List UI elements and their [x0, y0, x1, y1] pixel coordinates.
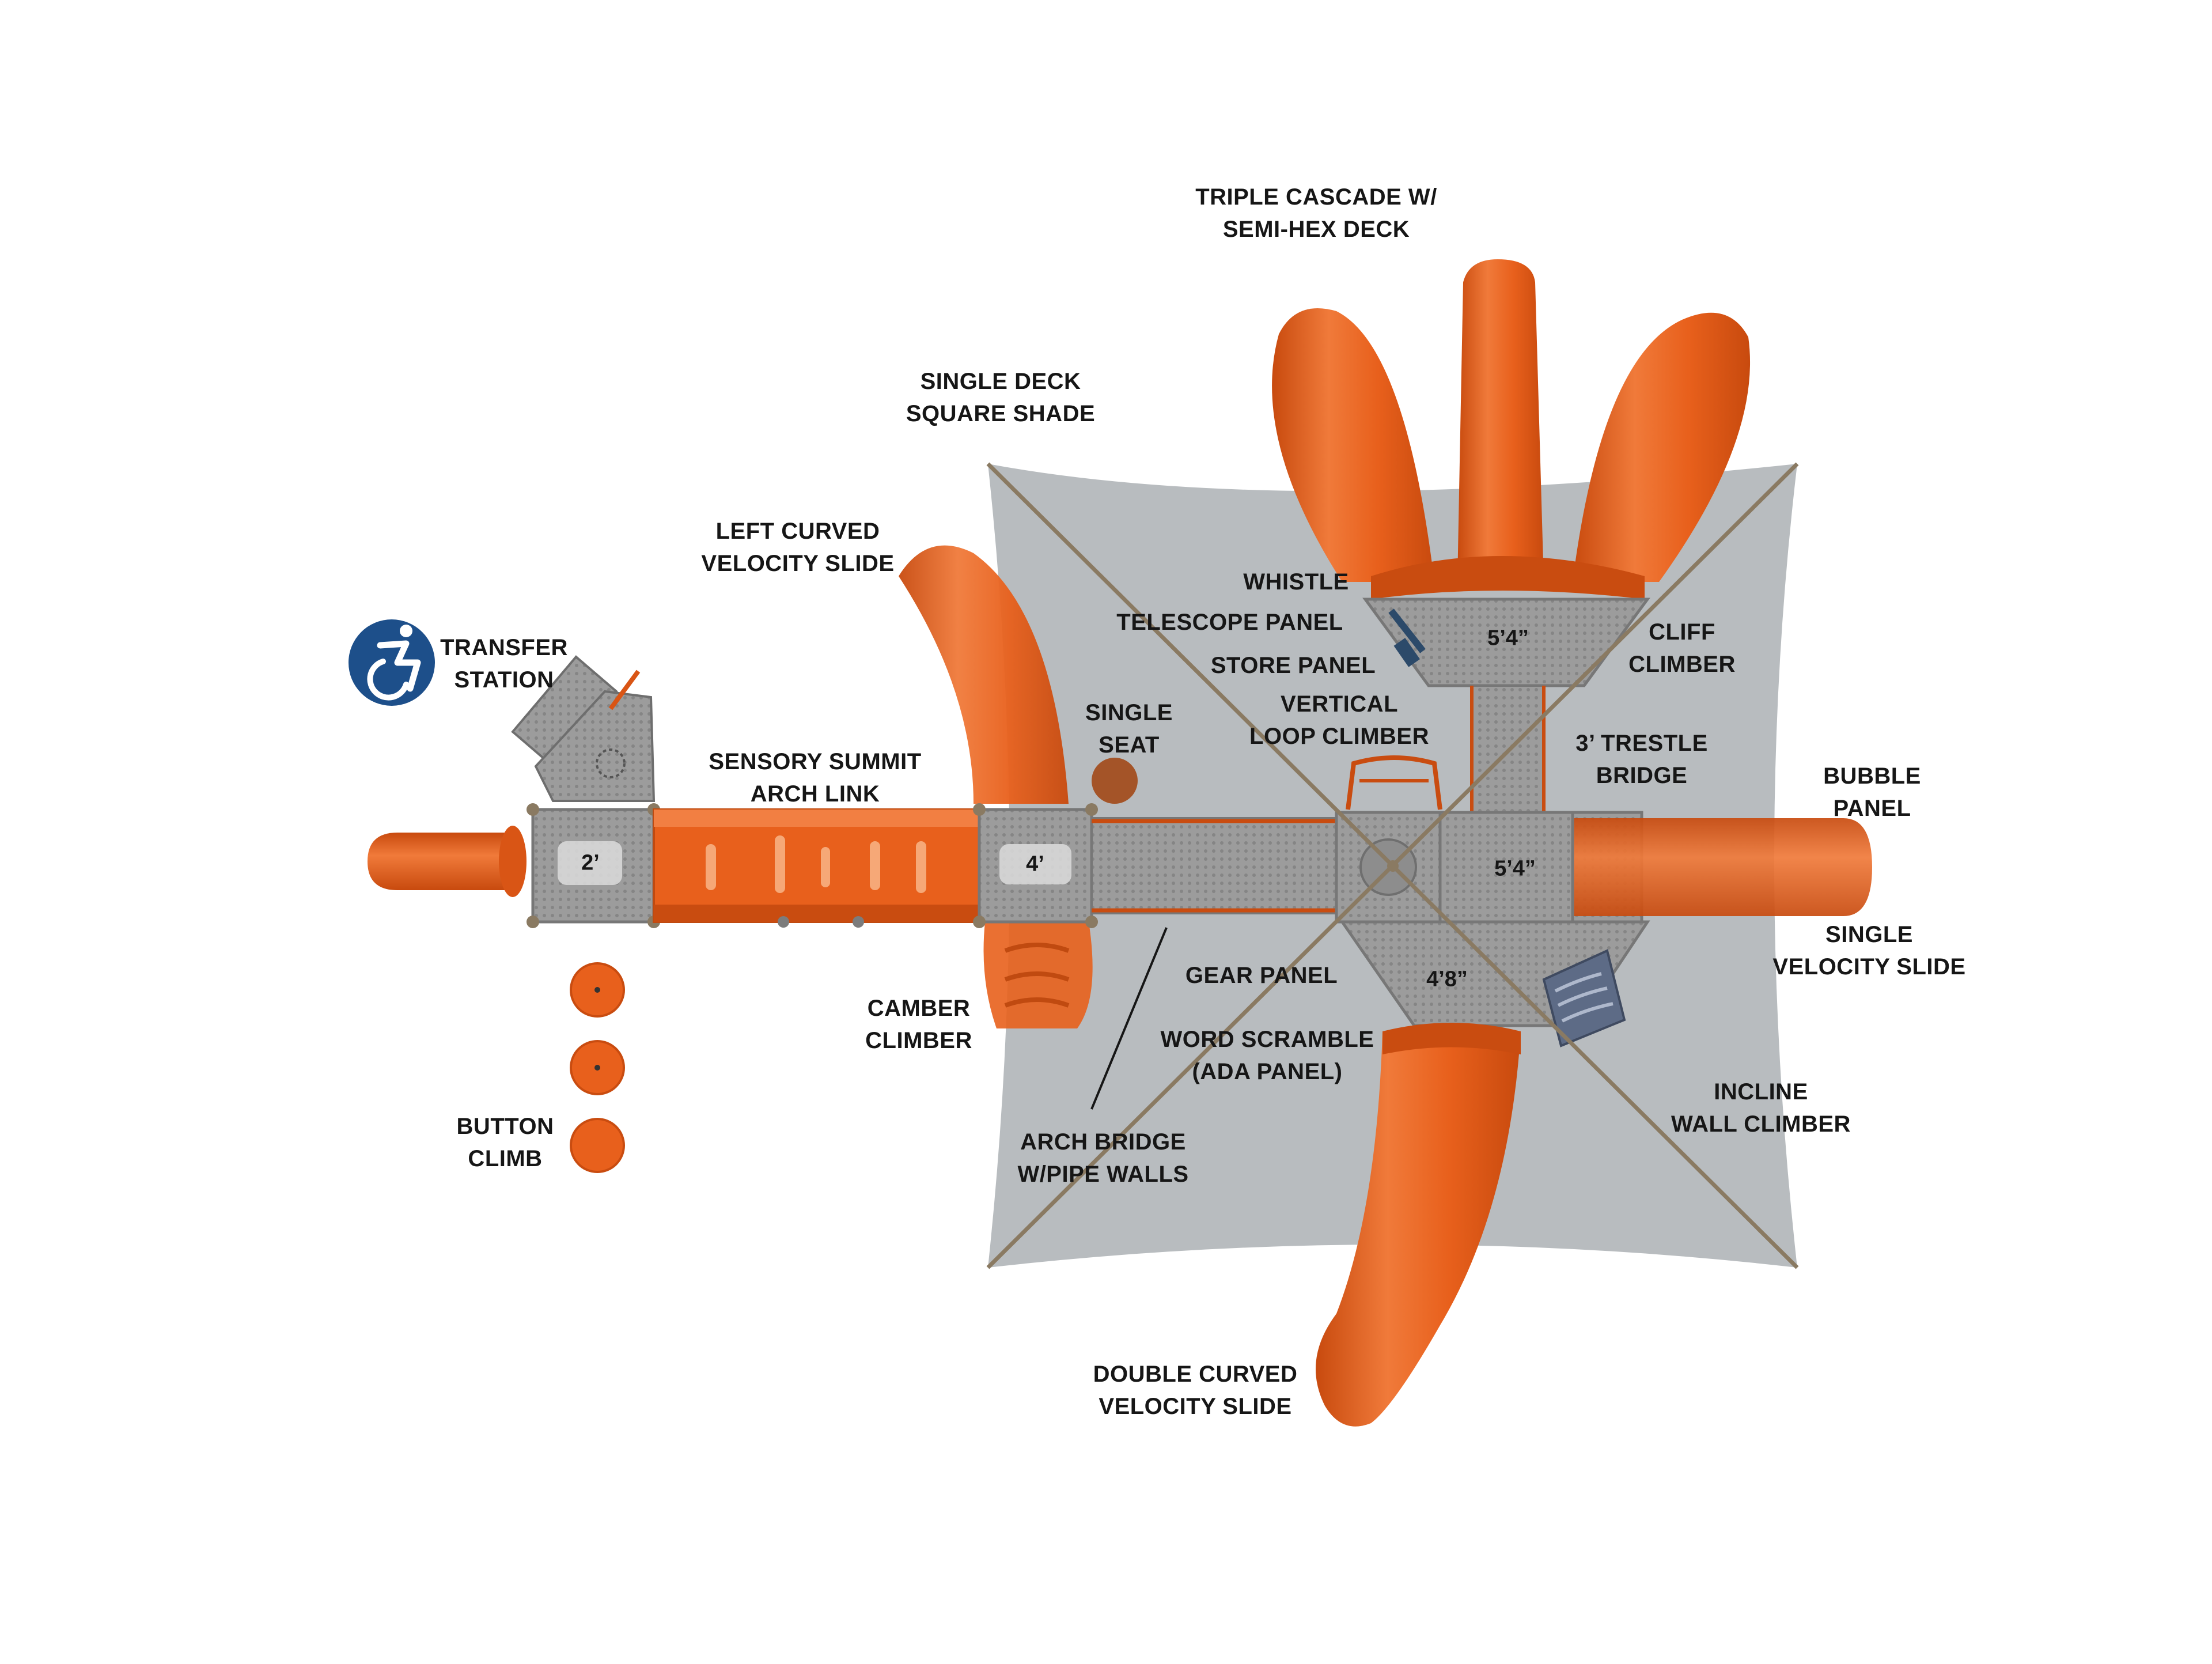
shade-support-cables — [986, 462, 1799, 1269]
deck-4ft — [973, 803, 1098, 928]
transfer-station — [511, 655, 656, 802]
deck-4ft8-label: 4’8” — [1426, 967, 1468, 992]
camber-climber — [983, 922, 1093, 1028]
deck-4ft-label: 4’ — [1026, 852, 1044, 876]
label-word-scramble: WORD SCRAMBLE(ADA PANEL) — [1160, 1027, 1374, 1084]
deck-semi-hex — [1362, 597, 1650, 687]
label-whistle: WHISTLE — [1243, 569, 1349, 595]
arch-bridge — [1090, 817, 1338, 914]
deck-5ft4-top-label: 5’4” — [1487, 626, 1529, 651]
deck-2ft — [527, 803, 660, 928]
double-curved-velocity-slide — [1316, 1023, 1521, 1427]
label-telescope-panel: TELESCOPE PANEL — [1116, 610, 1343, 635]
wheelchair-icon — [349, 619, 435, 706]
deck-5ft4-right-label: 5’4” — [1494, 856, 1536, 881]
label-store-panel: STORE PANEL — [1210, 653, 1376, 678]
left-curved-velocity-slide — [899, 545, 1069, 804]
deck-5ft4-right — [1438, 811, 1574, 924]
vertical-loop-climber — [1346, 755, 1442, 810]
single-seat — [1092, 758, 1138, 804]
label-triple-cascade: TRIPLE CASCADE W/SEMI-HEX DECK — [1195, 184, 1437, 242]
deck-2ft-label: 2’ — [581, 850, 600, 875]
triple-cascade-slides — [1272, 259, 1751, 599]
sensory-summit-arch-link — [653, 808, 980, 928]
arch-bridge-leader-line — [1090, 927, 1168, 1110]
label-gear-panel: GEAR PANEL — [1185, 963, 1338, 988]
left-end-slide — [368, 826, 527, 897]
button-climb — [570, 962, 625, 1173]
incline-wall-climber — [1542, 949, 1626, 1047]
single-velocity-slide — [1570, 818, 1872, 916]
